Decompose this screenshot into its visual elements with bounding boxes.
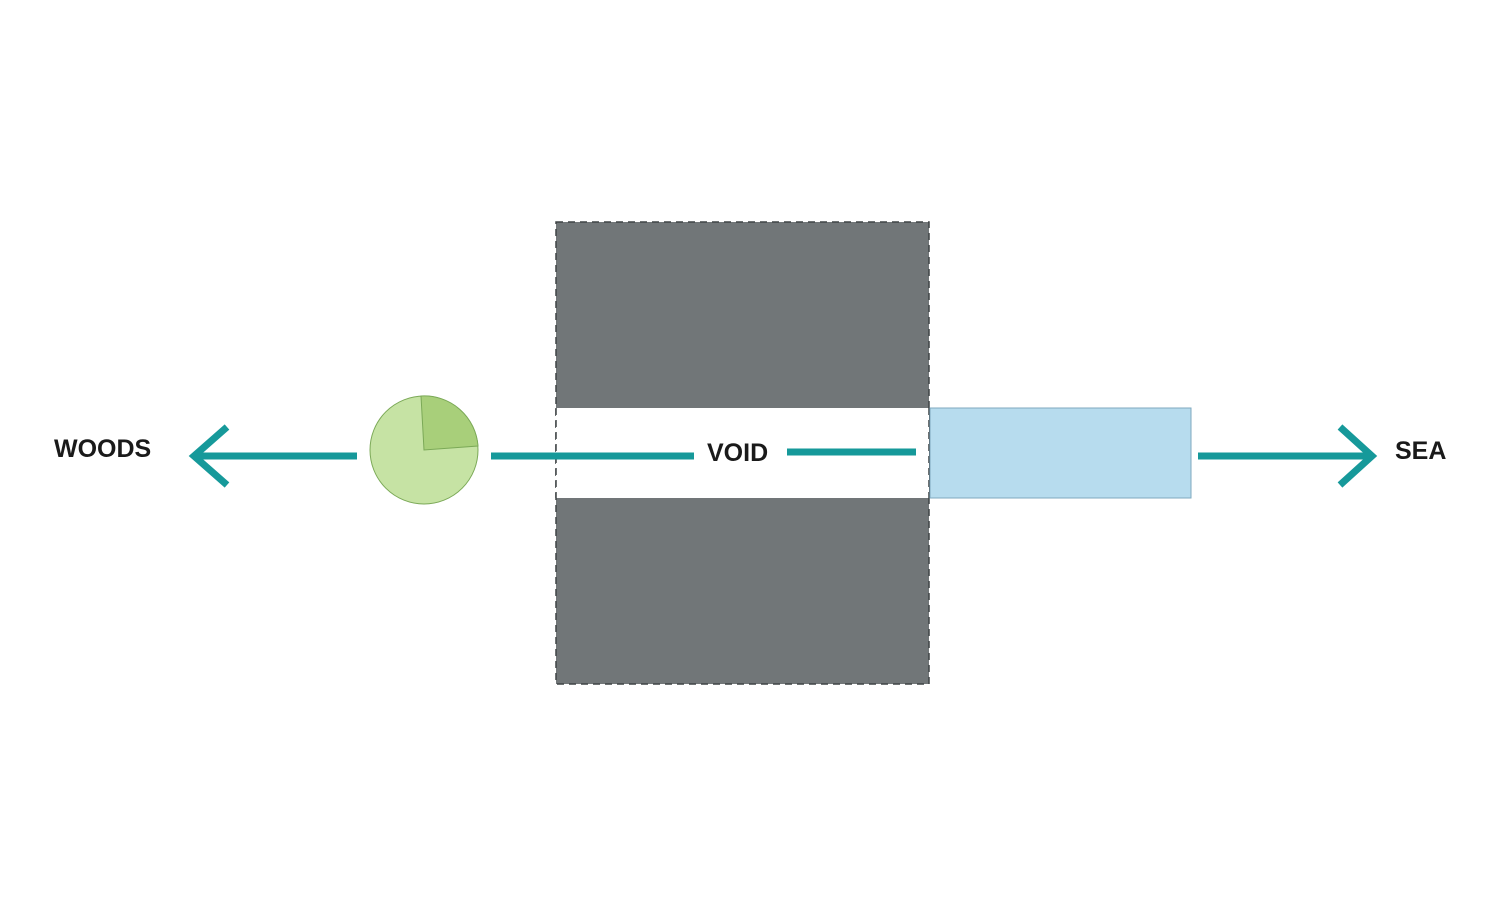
label-woods: WOODS: [54, 435, 152, 463]
tree-pie-icon: [369, 395, 479, 505]
label-void: VOID: [707, 439, 769, 467]
arrow-right-icon: [1198, 424, 1378, 488]
sea-block: [929, 407, 1192, 499]
arrow-left-icon: [188, 424, 357, 488]
label-sea: SEA: [1395, 437, 1447, 465]
